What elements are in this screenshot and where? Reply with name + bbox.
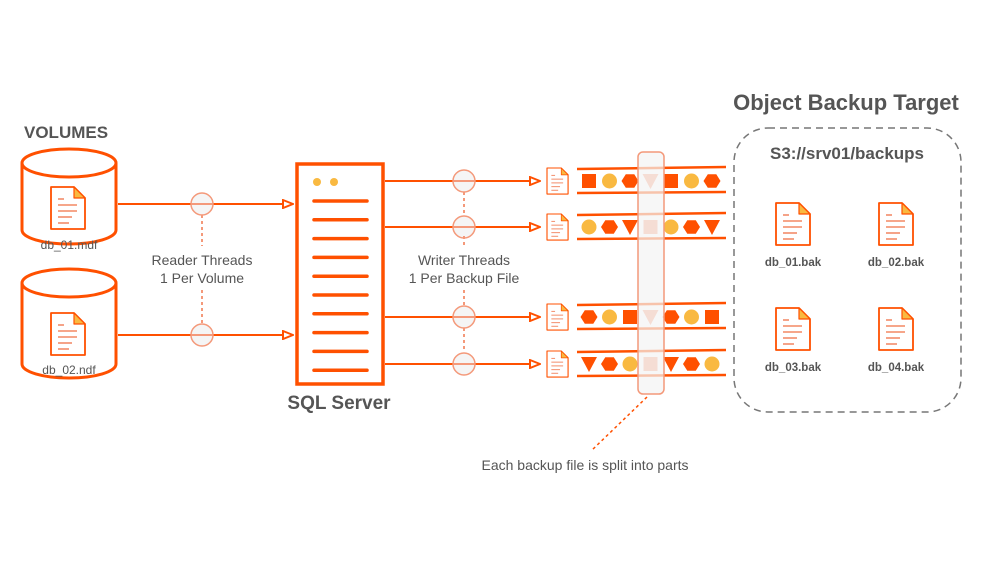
writer-threads-label: Writer Threads bbox=[418, 252, 510, 268]
circle-part-icon bbox=[684, 173, 699, 189]
circle-part-icon bbox=[602, 173, 617, 189]
server-led bbox=[313, 178, 321, 186]
reader-threads-label: Reader Threads bbox=[152, 252, 253, 268]
hexagon-part-icon bbox=[662, 310, 680, 324]
hexagon-part-icon bbox=[621, 174, 639, 188]
circle-part-icon bbox=[581, 219, 597, 235]
hexagon-part-icon bbox=[703, 174, 721, 188]
annotation-leader-line bbox=[590, 396, 648, 452]
backup-file: db_04.bak bbox=[868, 307, 925, 374]
backup-file-label: db_04.bak bbox=[868, 362, 925, 374]
backup-file: db_01.bak bbox=[765, 202, 822, 269]
triangle-part-icon bbox=[622, 220, 638, 235]
circle-part-icon bbox=[684, 309, 699, 325]
volumes-heading: VOLUMES bbox=[24, 123, 108, 142]
square-part-icon bbox=[705, 310, 719, 324]
writer-thread-node bbox=[452, 169, 476, 193]
backup-streams bbox=[546, 165, 727, 378]
volume-file-label: db_01.mdf bbox=[41, 238, 98, 252]
reader-thread-node bbox=[190, 323, 214, 347]
backup-file: db_03.bak bbox=[765, 307, 822, 374]
sql-server bbox=[295, 162, 385, 386]
backup-file-label: db_02.bak bbox=[868, 257, 925, 269]
bak-file-icon bbox=[878, 307, 914, 351]
triangle-part-icon bbox=[663, 357, 679, 372]
backup-stream bbox=[546, 165, 727, 195]
square-part-icon bbox=[623, 310, 637, 324]
writer-lines bbox=[385, 169, 540, 376]
square-part-icon bbox=[582, 174, 596, 188]
bak-file-icon bbox=[775, 202, 811, 246]
reader-threads-sublabel: 1 Per Volume bbox=[160, 270, 244, 286]
sql-server-label: SQL Server bbox=[287, 393, 391, 414]
stream-file-icon bbox=[546, 303, 569, 331]
circle-part-icon bbox=[704, 356, 720, 372]
reader-thread-node bbox=[190, 192, 214, 216]
hexagon-part-icon bbox=[601, 357, 618, 371]
s3-path: S3://srv01/backups bbox=[770, 144, 924, 163]
hexagon-part-icon bbox=[601, 220, 618, 234]
server-led bbox=[330, 178, 338, 186]
backup-stream bbox=[546, 301, 727, 331]
backup-files: db_01.bak db_02.bak db_03.bak db_04.bak bbox=[765, 202, 925, 374]
writer-thread-node bbox=[452, 215, 476, 239]
hexagon-part-icon bbox=[683, 357, 700, 371]
volume-1: db_01.mdf bbox=[20, 147, 118, 252]
hexagon-part-icon bbox=[580, 310, 598, 324]
circle-part-icon bbox=[602, 309, 617, 325]
writer-thread-node bbox=[452, 352, 476, 376]
stream-file-icon bbox=[546, 213, 569, 241]
split-annotation: Each backup file is split into parts bbox=[482, 457, 689, 473]
square-part-icon bbox=[664, 174, 678, 188]
volume-2: db_02.ndf bbox=[20, 267, 118, 380]
parts-highlight-column bbox=[637, 151, 665, 395]
triangle-part-icon bbox=[581, 357, 597, 372]
backup-file-label: db_01.bak bbox=[765, 257, 822, 269]
server-rack-lines bbox=[312, 199, 369, 372]
writer-thread-node bbox=[452, 305, 476, 329]
circle-part-icon bbox=[663, 219, 679, 235]
bak-file-icon bbox=[878, 202, 914, 246]
backup-stream bbox=[546, 211, 727, 241]
backup-stream bbox=[546, 348, 727, 378]
triangle-part-icon bbox=[704, 220, 720, 235]
ndf-file-icon bbox=[50, 312, 86, 356]
target-title: Object Backup Target bbox=[733, 90, 959, 115]
backup-file-label: db_03.bak bbox=[765, 362, 822, 374]
stream-file-icon bbox=[546, 167, 569, 195]
writer-threads-sublabel: 1 Per Backup File bbox=[409, 270, 520, 286]
stream-file-icon bbox=[546, 350, 569, 378]
bak-file-icon bbox=[775, 307, 811, 351]
mdf-file-icon bbox=[50, 186, 86, 230]
volume-file-label: db_02.ndf bbox=[42, 363, 96, 377]
hexagon-part-icon bbox=[683, 220, 700, 234]
backup-file: db_02.bak bbox=[868, 202, 925, 269]
circle-part-icon bbox=[622, 356, 638, 372]
